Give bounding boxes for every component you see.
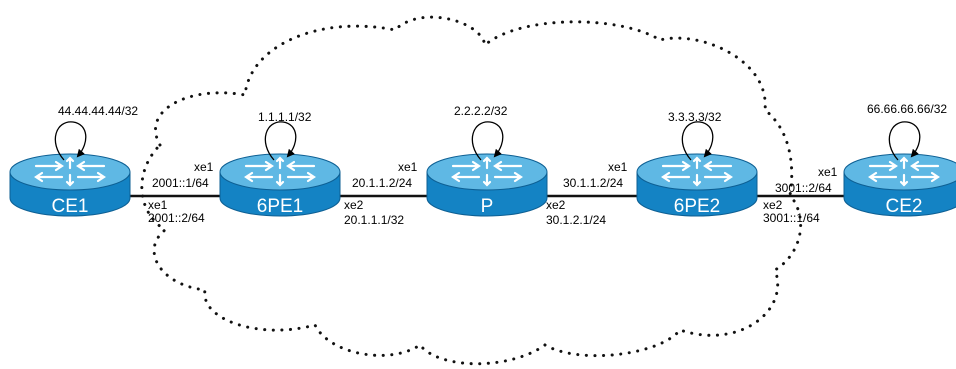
interface-label-p-xe2: xe2 [546,198,566,212]
address-label-p-xe2: 30.1.2.1/24 [546,213,606,227]
interface-label-6pe2-xe2: xe2 [763,198,783,212]
loopback-label-6pe2: 3.3.3.3/32 [668,110,722,124]
address-label-p-xe1: 20.1.1.2/24 [352,176,412,190]
router-ce1 [9,153,131,217]
router-name-p: P [481,196,494,217]
router-arrows-icon [244,156,316,187]
router-ce2 [843,153,956,217]
router-top [636,153,758,191]
address-label-6pe1-xe1: 2001::1/64 [152,176,209,190]
router-name-6pe1: 6PE1 [257,196,303,217]
interface-label-ce2-xe1: xe1 [818,165,838,179]
router-arrows-icon [868,156,940,187]
loopback-arrow-icon [888,121,921,161]
router-top [219,153,341,191]
loopback-arrow-icon [681,121,714,161]
loopback-arrow-icon [54,121,87,161]
core-cloud-outline [140,15,803,366]
router-6pe1 [219,153,341,217]
router-top [843,153,956,191]
loopback-label-ce2: 66.66.66.66/32 [867,102,947,116]
router-name-ce1: CE1 [52,196,89,217]
interface-label-6pe2-xe1: xe1 [608,160,628,174]
interface-label-6pe1-xe2: xe2 [344,198,364,212]
address-label-ce1-xe1: 2001::2/64 [148,211,205,225]
address-label-6pe2-xe2: 3001::1/64 [763,211,820,225]
router-6pe2 [636,153,758,217]
loopback-label-6pe1: 1.1.1.1/32 [258,110,312,124]
address-label-ce2-xe1: 3001::2/64 [775,181,832,195]
loopback-label-ce1: 44.44.44.44/32 [58,104,138,118]
router-name-ce2: CE2 [886,196,923,217]
loopback-arrow-icon [264,121,297,161]
router-top [9,153,131,191]
router-top [426,153,548,191]
router-arrows-icon [661,156,733,187]
router-arrows-icon [451,156,523,187]
interface-label-6pe1-xe1: xe1 [194,160,214,174]
interface-label-p-xe1: xe1 [398,160,418,174]
router-arrows-icon [34,156,106,187]
address-label-6pe1-xe2: 20.1.1.1/32 [344,213,404,227]
interface-label-ce1-xe1: xe1 [148,198,168,212]
address-label-6pe2-xe1: 30.1.1.2/24 [563,176,623,190]
router-name-6pe2: 6PE2 [674,196,720,217]
loopback-label-p: 2.2.2.2/32 [454,104,508,118]
router-p [426,153,548,217]
loopback-arrow-icon [471,121,504,161]
